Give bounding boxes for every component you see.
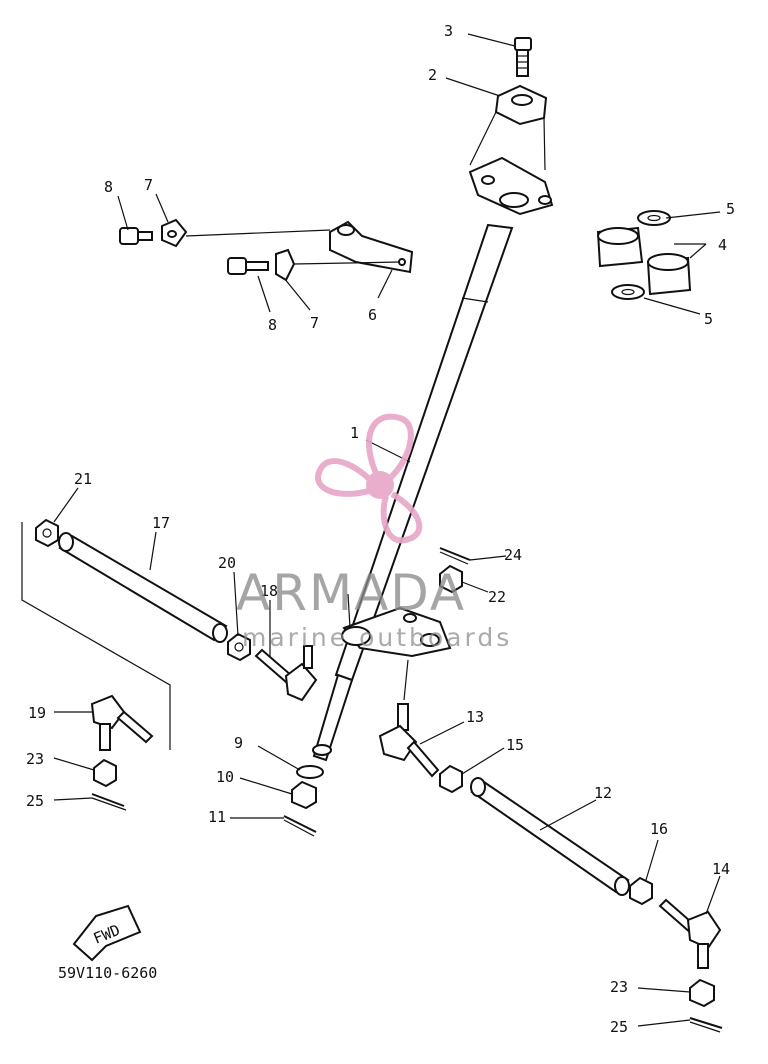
callout-19: 19 bbox=[28, 704, 46, 722]
callout-8-upper: 8 bbox=[104, 178, 113, 196]
callout-11: 11 bbox=[208, 808, 226, 826]
ball-joint-part-18 bbox=[254, 645, 318, 702]
nut-part-21 bbox=[35, 518, 59, 548]
watermark-tagline: marine outboards bbox=[242, 623, 512, 652]
upper-bracket bbox=[468, 156, 554, 216]
callout-12: 12 bbox=[594, 784, 612, 802]
nut-part-23-right bbox=[689, 978, 715, 1008]
cotter-pin-part-11 bbox=[283, 815, 317, 837]
propeller-logo-icon bbox=[315, 413, 423, 544]
nut-part-10 bbox=[291, 780, 317, 810]
callout-25-right: 25 bbox=[610, 1018, 628, 1036]
callout-6: 6 bbox=[368, 306, 377, 324]
steering-shaft bbox=[312, 223, 514, 762]
cotter-pin-part-25-left bbox=[91, 793, 127, 811]
nut-part-22 bbox=[439, 564, 463, 594]
bolt-clip-upper bbox=[119, 218, 331, 248]
callout-10: 10 bbox=[216, 768, 234, 786]
bushing-part-4 bbox=[596, 226, 692, 296]
callout-1: 1 bbox=[350, 424, 359, 442]
callout-5-lower: 5 bbox=[704, 310, 713, 328]
callout-17: 17 bbox=[152, 514, 170, 532]
lower-arm-bracket bbox=[341, 606, 452, 658]
callout-2: 2 bbox=[428, 66, 437, 84]
callout-18: 18 bbox=[260, 582, 278, 600]
callout-leaders bbox=[53, 33, 721, 1027]
callout-8-lower: 8 bbox=[268, 316, 277, 334]
callout-4: 4 bbox=[718, 236, 727, 254]
callout-23-right: 23 bbox=[610, 978, 628, 996]
watermark: ARMADA marine outboards bbox=[236, 413, 512, 652]
bolt-clip-lower bbox=[227, 248, 401, 282]
callout-22: 22 bbox=[488, 588, 506, 606]
bolt-part-3 bbox=[514, 37, 532, 77]
callout-7-lower: 7 bbox=[310, 314, 319, 332]
nut-part-15 bbox=[439, 764, 463, 794]
callout-23-left: 23 bbox=[26, 750, 44, 768]
tie-rod-left-part-17 bbox=[21, 522, 228, 750]
clamp-part-2 bbox=[469, 84, 548, 171]
callout-24: 24 bbox=[504, 546, 522, 564]
ball-joint-part-14 bbox=[658, 898, 722, 969]
link-arm-part-6 bbox=[329, 220, 414, 274]
callout-15: 15 bbox=[506, 736, 524, 754]
fwd-arrow-icon bbox=[72, 904, 142, 962]
callout-5-upper: 5 bbox=[726, 200, 735, 218]
nut-part-16 bbox=[629, 876, 653, 906]
callout-9: 9 bbox=[234, 734, 243, 752]
callout-13: 13 bbox=[466, 708, 484, 726]
nut-part-23-left bbox=[93, 758, 117, 788]
callout-25-left: 25 bbox=[26, 792, 44, 810]
part-code: 59V110-6260 bbox=[58, 964, 157, 982]
callout-numbers: 3 2 8 7 8 7 6 5 4 5 1 21 17 20 18 24 22 … bbox=[26, 22, 735, 1036]
cotter-pin-part-24 bbox=[439, 547, 471, 565]
ball-joint-part-13 bbox=[378, 703, 440, 778]
callout-7-upper: 7 bbox=[144, 176, 153, 194]
ball-joint-part-19 bbox=[90, 694, 154, 751]
callout-21: 21 bbox=[74, 470, 92, 488]
washer-part-5 bbox=[611, 210, 671, 300]
washer-part-9 bbox=[296, 765, 324, 779]
callout-20: 20 bbox=[218, 554, 236, 572]
watermark-brand: ARMADA bbox=[236, 564, 466, 622]
callout-3: 3 bbox=[444, 22, 453, 40]
callout-16: 16 bbox=[650, 820, 668, 838]
cotter-pin-part-25-right bbox=[689, 1017, 723, 1033]
callout-14: 14 bbox=[712, 860, 730, 878]
